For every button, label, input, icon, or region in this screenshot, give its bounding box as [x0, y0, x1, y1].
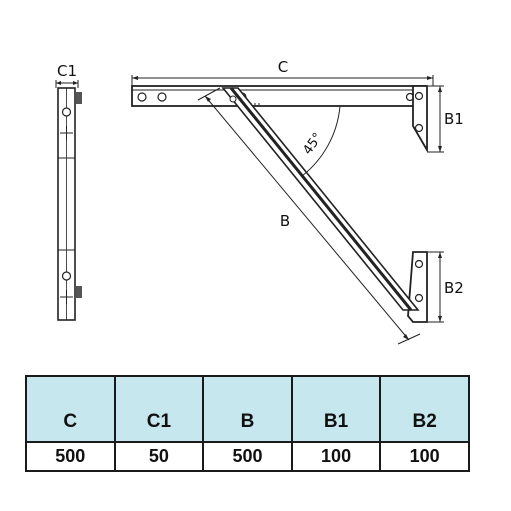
wall-plate-top	[412, 85, 428, 154]
dimension-table: C C1 B B1 B2 500 50 500 100 100	[25, 375, 470, 472]
header-c: C	[25, 375, 116, 443]
b-label: B	[280, 212, 290, 230]
table-row: 500 50 500 100 100	[25, 441, 470, 472]
b-dimension-line	[204, 95, 410, 341]
bolt-hole-icon	[414, 293, 424, 303]
bracket-technical-drawing: C1 C	[55, 58, 464, 345]
bolt-hole-icon	[414, 91, 424, 101]
value-b2: 100	[379, 441, 470, 472]
header-b1: B1	[290, 375, 382, 443]
bolt-icon	[61, 107, 72, 117]
c-label: C	[278, 58, 288, 76]
bolt-hole-icon	[137, 92, 147, 102]
value-b: 500	[202, 441, 293, 472]
bolt-hole-icon	[414, 123, 424, 133]
angle-indicator: 45°	[300, 105, 341, 177]
b1-dimension: B1	[428, 85, 464, 153]
b2-label: B2	[444, 279, 464, 297]
angle-label: 45°	[300, 130, 326, 157]
diagonal-brace	[221, 87, 420, 311]
c1-label: C1	[57, 62, 77, 80]
bolt-icon	[61, 271, 72, 281]
bolt-hole-icon	[414, 259, 424, 269]
header-c1: C1	[113, 375, 205, 443]
table-header-row: C C1 B B1 B2	[25, 375, 470, 443]
bolt-hole-icon	[229, 95, 237, 103]
side-view: C1	[55, 62, 82, 321]
c-dimension: C	[131, 58, 434, 86]
value-b1: 100	[290, 441, 382, 472]
b2-dimension: B2	[428, 251, 464, 323]
value-c: 500	[25, 441, 116, 472]
bolt-hole-icon	[157, 92, 167, 102]
b1-label: B1	[444, 110, 464, 128]
value-c1: 50	[113, 441, 205, 472]
header-b: B	[202, 375, 293, 443]
b-dimension: B	[197, 87, 421, 345]
horizontal-arm	[131, 85, 427, 107]
header-b2: B2	[379, 375, 470, 443]
wall-plate-bottom	[407, 251, 428, 323]
